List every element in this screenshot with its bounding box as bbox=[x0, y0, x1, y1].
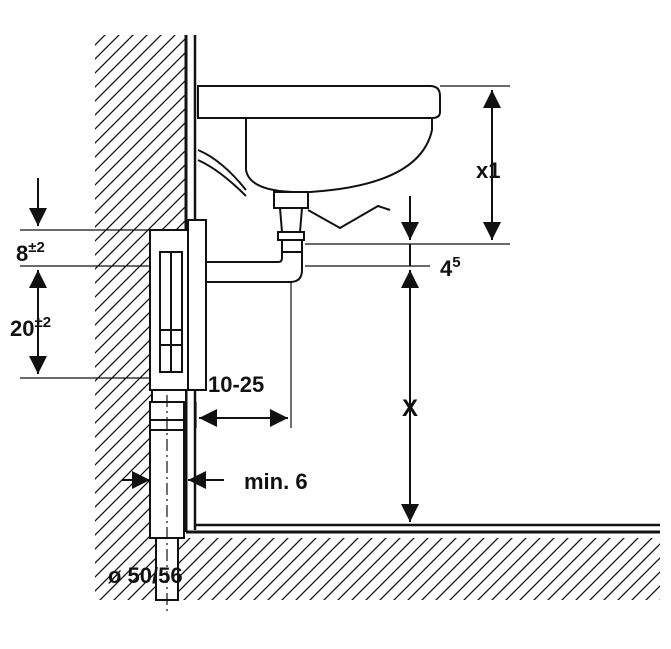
label-diameter: ø 50/56 bbox=[108, 563, 183, 588]
basin-outlet bbox=[273, 191, 391, 241]
washbasin bbox=[197, 85, 441, 197]
waste-connector-box bbox=[149, 219, 207, 403]
floor-hatching bbox=[175, 538, 660, 600]
label-8: 8±2 bbox=[16, 239, 45, 266]
label-20: 20±2 bbox=[10, 314, 51, 341]
label-x1: x1 bbox=[476, 158, 500, 183]
label-10-25: 10-25 bbox=[208, 372, 264, 397]
label-4: 45 bbox=[440, 254, 461, 281]
label-x: X bbox=[402, 395, 418, 422]
reference-lines bbox=[20, 85, 510, 428]
label-min6: min. 6 bbox=[244, 469, 308, 494]
